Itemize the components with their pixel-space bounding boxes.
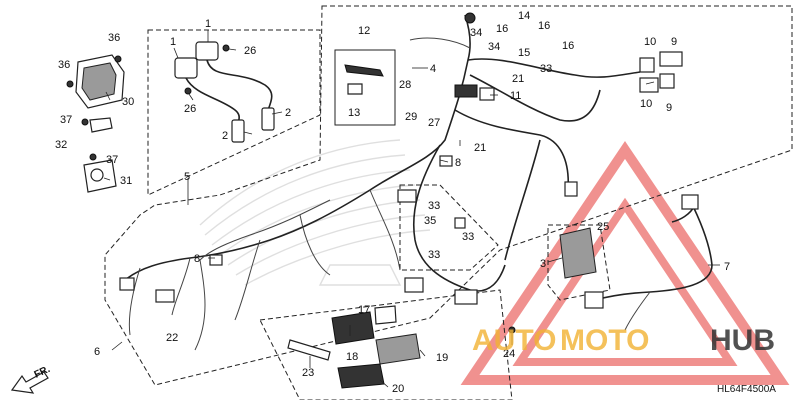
callout-35: 35	[424, 215, 436, 227]
callout-16: 16	[562, 40, 574, 52]
callout-1: 1	[205, 18, 211, 30]
callout-30: 30	[122, 96, 134, 108]
callout-36: 36	[58, 59, 70, 71]
callout-34: 34	[488, 41, 500, 53]
callout-25: 25	[597, 221, 609, 233]
left-assembly-boundary	[147, 29, 321, 196]
ecu-modules	[287, 305, 516, 389]
callout-37: 37	[60, 114, 72, 126]
callout-36: 36	[108, 32, 120, 44]
callout-labels: 1 1 2 2 3 4 5 6 7 8 8 9 9 10 10 11 12 13…	[55, 10, 730, 395]
group-12-parts	[344, 64, 384, 95]
callout-33: 33	[462, 231, 474, 243]
front-direction-indicator: FR.	[10, 364, 52, 394]
callout-27: 27	[428, 117, 440, 129]
callout-21: 21	[474, 142, 486, 154]
group-33-box	[399, 184, 499, 271]
callout-23: 23	[302, 367, 314, 379]
callout-32: 32	[55, 139, 67, 151]
callout-14: 14	[518, 10, 530, 22]
callout-6: 6	[94, 346, 100, 358]
callout-9: 9	[671, 36, 677, 48]
callout-10: 10	[644, 36, 656, 48]
callout-28: 28	[399, 79, 411, 91]
callout-21: 21	[512, 73, 524, 85]
callout-5: 5	[184, 171, 190, 183]
callout-24: 24	[503, 348, 515, 360]
group-3-box	[547, 224, 611, 301]
watermark-logo	[460, 141, 790, 385]
callout-29: 29	[405, 111, 417, 123]
watermark-part2: MOTO	[560, 324, 649, 357]
control-unit-group	[66, 54, 125, 193]
callout-4: 4	[430, 63, 436, 75]
callout-2: 2	[222, 130, 228, 142]
group-12-box	[334, 49, 396, 126]
sub-harness-7	[584, 194, 713, 331]
harness-connectors	[119, 12, 683, 305]
regulator-3	[559, 227, 597, 279]
callout-26: 26	[184, 103, 196, 115]
callout-8: 8	[455, 157, 461, 169]
callout-13: 13	[348, 107, 360, 119]
watermark-part3: HUB	[710, 324, 775, 357]
callout-1: 1	[170, 36, 176, 48]
callout-15: 15	[518, 47, 530, 59]
wing-watermark	[199, 139, 431, 286]
callout-31: 31	[120, 175, 132, 187]
callout-22: 22	[166, 332, 178, 344]
callout-18: 18	[346, 351, 358, 363]
callout-8: 8	[194, 253, 200, 265]
callout-37: 37	[106, 154, 118, 166]
callout-11: 11	[510, 90, 521, 102]
main-assembly-boundary	[104, 5, 793, 386]
callout-3: 3	[540, 258, 546, 270]
watermark-text: AUTO MOTO HUB	[472, 324, 775, 357]
callout-10: 10	[640, 98, 652, 110]
callout-16: 16	[538, 20, 550, 32]
callout-19: 19	[436, 352, 448, 364]
front-arrow-icon	[10, 371, 49, 394]
callout-16: 16	[496, 23, 508, 35]
callout-33: 33	[428, 249, 440, 261]
callout-17: 17	[358, 304, 370, 316]
leader-lines	[103, 30, 720, 388]
callout-20: 20	[392, 383, 404, 395]
callout-12: 12	[358, 25, 370, 37]
diagram-code: HL64F4500A	[717, 384, 776, 395]
callout-2: 2	[285, 107, 291, 119]
direction-label: FR.	[33, 364, 52, 381]
callout-34: 34	[470, 27, 482, 39]
callout-33: 33	[540, 63, 552, 75]
callout-26: 26	[244, 45, 256, 57]
ecu-boundary	[259, 289, 513, 400]
watermark-part1: AUTO	[472, 324, 556, 357]
ignition-coil-group	[174, 41, 275, 143]
callout-33: 33	[428, 200, 440, 212]
callout-7: 7	[724, 261, 730, 273]
callout-9: 9	[666, 102, 672, 114]
